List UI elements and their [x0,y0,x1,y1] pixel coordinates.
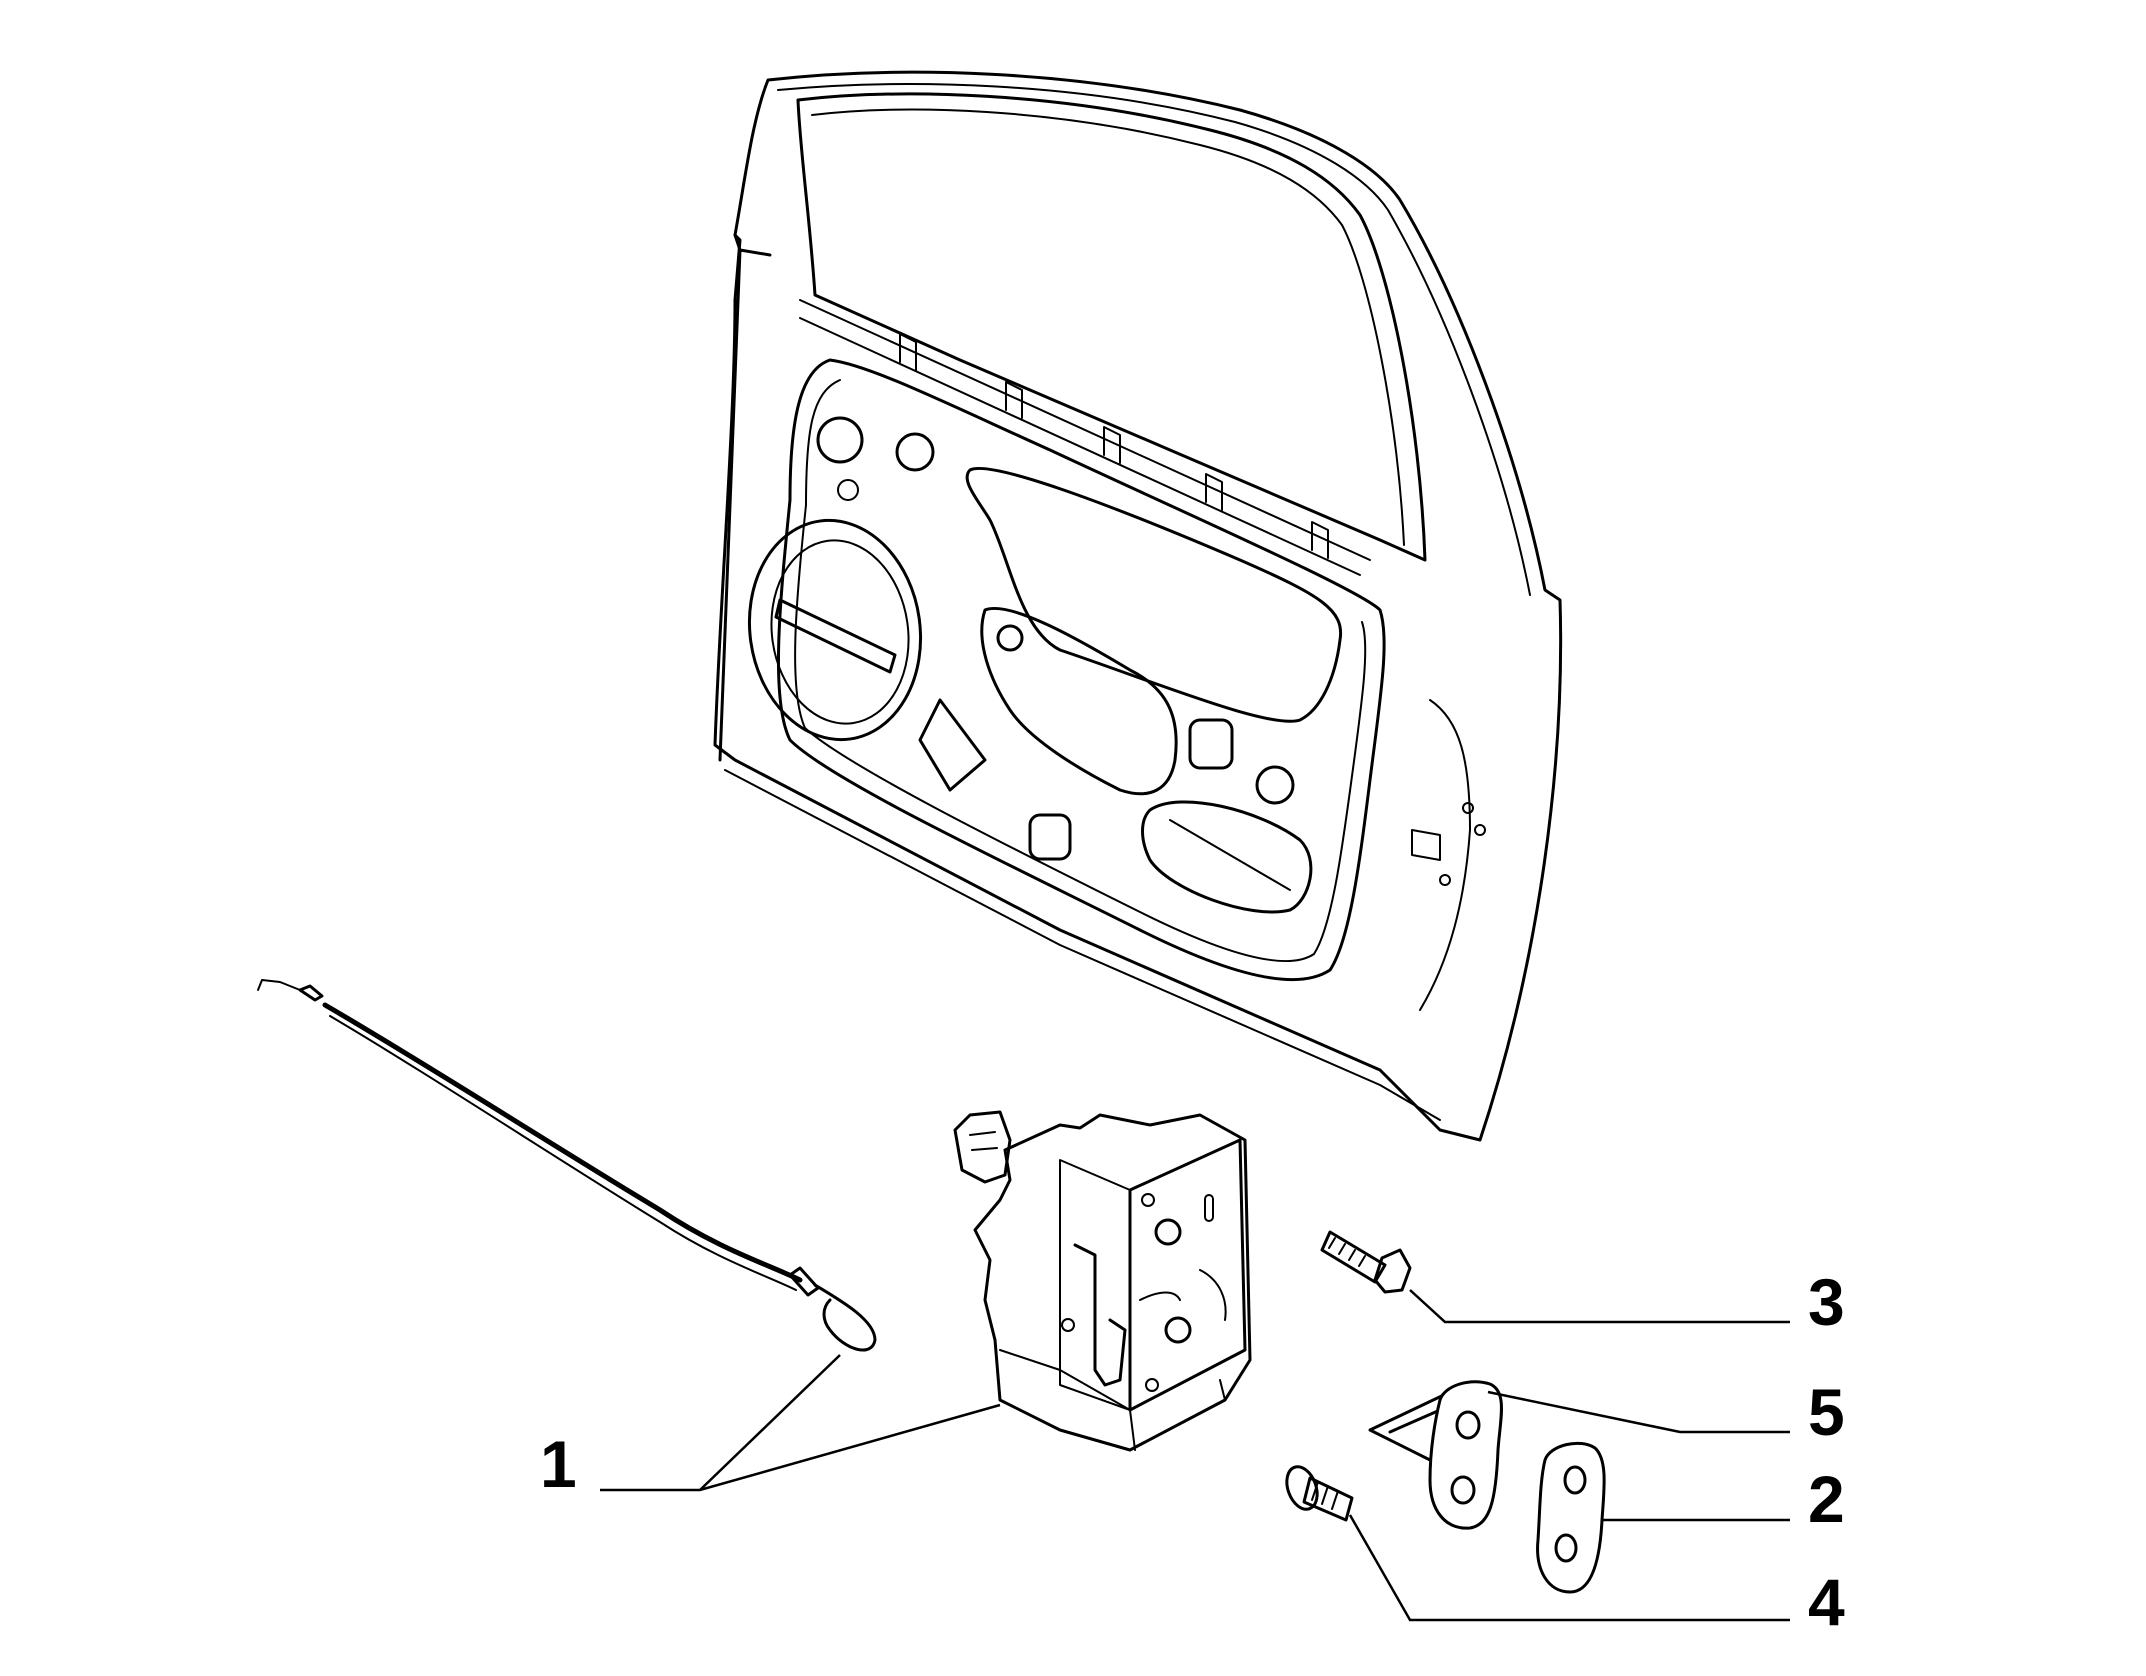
belt-tab-4 [1205,473,1223,511]
leader-5 [1487,1390,1790,1434]
door-frame-inner-line [777,83,1531,596]
panel-hole-3 [837,479,859,501]
leader-lines [600,1289,1790,1622]
bolt-4-thread-lines [1311,1481,1339,1510]
striker-5-hole-bottom [1450,1475,1476,1505]
release-cable [257,979,877,1352]
panel-hole-1 [816,416,864,464]
striker-bolt-3 [1320,1230,1412,1294]
cable-sheath-inner [329,1015,797,1291]
lock-latch-slot [1139,1291,1181,1301]
lock-connector-lines [969,1131,998,1151]
shim-plate-2-hole-top [1563,1465,1587,1495]
belt-line [799,299,1371,561]
leader-4 [1348,1514,1790,1622]
speaker-outer-ring [747,518,923,742]
square-cutout-2 [1028,813,1072,861]
door-lower-edge [724,769,1441,1121]
callout-1: 1 [540,1427,577,1501]
central-access-opening [980,607,1178,796]
door-hinge-edge [718,233,772,762]
striker-5-plate [1428,1380,1503,1530]
lock-slot-1 [1204,1194,1214,1222]
bolt-3-head [1373,1248,1412,1294]
speaker-inner-ring [770,539,910,725]
belt-tab-2 [1005,381,1023,419]
striker-slot [1411,829,1441,861]
callout-2: 2 [1808,1462,1845,1536]
window-inner-line [811,108,1405,546]
panel-hole-4 [996,624,1024,652]
lock-hole-3 [1141,1193,1155,1207]
lock-hole-4 [1145,1378,1159,1392]
cable-ferrule [298,984,324,1002]
leader-3 [1409,1289,1790,1324]
cable-end-ferrule [788,1266,820,1297]
lower-access-opening [1141,800,1313,914]
inner-panel-outline-2 [794,379,1367,963]
lock-body-outline [973,1113,1252,1452]
striker-bolt-4 [1285,1465,1354,1522]
panel-hole-5 [1255,765,1295,805]
lock-latch-lever [1073,1243,1127,1387]
lock-connector [953,1110,1012,1184]
shim-plate-2-hole-bottom [1554,1533,1578,1563]
door-edge-recess [1419,699,1471,1011]
edge-hole-1 [1462,802,1474,814]
edge-hole-3 [1439,874,1451,886]
callout-5: 5 [1808,1375,1845,1449]
callout-labels: 1 3 5 2 4 [540,1265,1845,1639]
square-cutout-1 [1188,718,1234,770]
window-opening [796,92,1427,562]
upper-access-opening [965,466,1343,723]
panel-hole-2 [895,432,935,472]
lock-hole-5 [1061,1318,1075,1332]
leader-1-cable [699,1354,841,1491]
lock-front-plate [1128,1138,1247,1412]
leader-1-lock [600,1403,1001,1492]
triangle-cutout [918,698,987,792]
callout-3: 3 [1808,1265,1845,1339]
lower-access-rib [1169,819,1291,891]
door-lock-assembly [953,1110,1252,1452]
shim-plate-2 [1536,1441,1606,1594]
door-panel [713,70,1563,1142]
lock-hole-2 [1164,1316,1192,1344]
lock-lower-block [999,1349,1226,1451]
callout-4: 4 [1808,1565,1845,1639]
speaker-grille-bar [774,598,897,674]
shim-plate-2-outline [1536,1441,1606,1594]
cable-end-hook [257,979,301,991]
belt-tab-3 [1103,426,1121,464]
striker-5 [1368,1380,1503,1530]
belt-tab-1 [899,333,917,371]
belt-line-2 [799,317,1361,576]
belt-tab-5 [1311,521,1329,559]
cable-eye-loop [813,1283,877,1352]
inner-panel-outline [776,358,1386,982]
door-outer-outline [713,70,1563,1142]
bolt-3-thread-lines [1328,1237,1366,1267]
cable-sheath [322,1002,803,1283]
edge-hole-2 [1474,824,1486,836]
striker-5-hole-top [1455,1410,1481,1440]
lock-cam-arc [1199,1269,1227,1321]
lock-hole-1 [1154,1218,1182,1246]
